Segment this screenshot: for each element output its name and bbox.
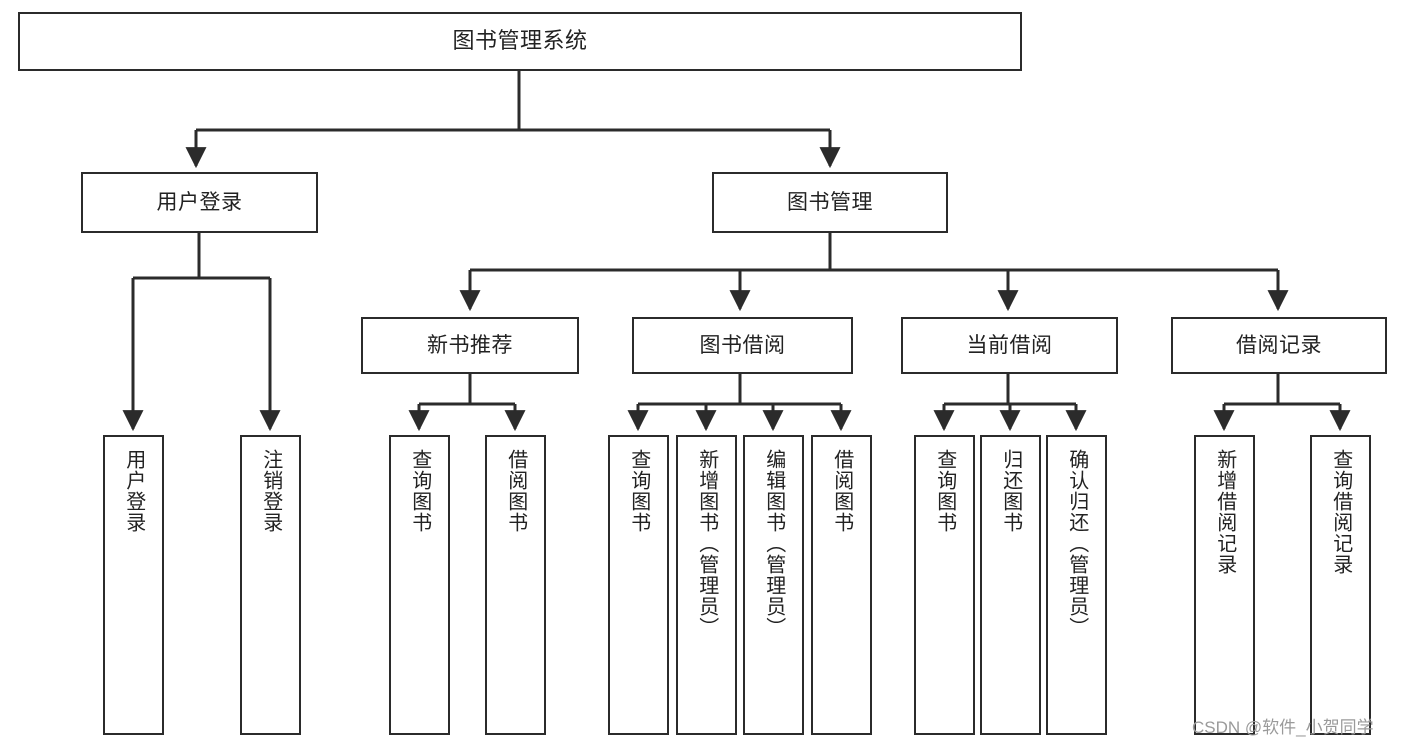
node-label: 图书借阅 <box>699 333 786 357</box>
node-borrow-record[interactable]: 借阅记录 <box>1171 317 1387 374</box>
node-label: 新增图书（管理员） <box>695 449 718 638</box>
node-root-book-management-system[interactable]: 图书管理系统 <box>18 12 1022 71</box>
node-label: 查询图书 <box>933 449 956 533</box>
leaf-book-borrow-borrow-book[interactable]: 借阅图书 <box>811 435 872 735</box>
node-label: 借阅图书 <box>830 449 853 533</box>
leaf-current-borrow-return-book[interactable]: 归还图书 <box>980 435 1041 735</box>
leaf-borrow-record-query-record[interactable]: 查询借阅记录 <box>1310 435 1371 735</box>
node-label: 图书管理系统 <box>452 28 588 54</box>
node-label: 借阅图书 <box>504 449 527 533</box>
leaf-new-book-query-book[interactable]: 查询图书 <box>389 435 450 735</box>
node-label: 查询图书 <box>627 449 650 533</box>
node-book-borrow[interactable]: 图书借阅 <box>632 317 853 374</box>
leaf-borrow-record-add-record[interactable]: 新增借阅记录 <box>1194 435 1255 735</box>
node-label: 用户登录 <box>122 449 145 533</box>
node-label: 新书推荐 <box>427 333 513 357</box>
leaf-current-borrow-query-book[interactable]: 查询图书 <box>914 435 975 735</box>
leaf-user-login-logout[interactable]: 注销登录 <box>240 435 301 735</box>
leaf-book-borrow-edit-book-admin[interactable]: 编辑图书（管理员） <box>743 435 804 735</box>
node-current-borrow[interactable]: 当前借阅 <box>901 317 1118 374</box>
node-label: 归还图书 <box>999 449 1022 533</box>
node-label: 当前借阅 <box>966 333 1053 357</box>
node-label: 用户登录 <box>156 190 243 214</box>
node-label: 查询借阅记录 <box>1329 449 1352 575</box>
leaf-current-borrow-confirm-return-admin[interactable]: 确认归还（管理员） <box>1046 435 1107 735</box>
node-user-login[interactable]: 用户登录 <box>81 172 318 233</box>
node-label: 借阅记录 <box>1236 333 1322 357</box>
leaf-book-borrow-query-book[interactable]: 查询图书 <box>608 435 669 735</box>
node-book-management[interactable]: 图书管理 <box>712 172 948 233</box>
leaf-book-borrow-add-book-admin[interactable]: 新增图书（管理员） <box>676 435 737 735</box>
node-label: 编辑图书（管理员） <box>762 449 785 638</box>
node-label: 确认归还（管理员） <box>1065 449 1088 638</box>
node-label: 新增借阅记录 <box>1213 449 1236 575</box>
node-label: 图书管理 <box>787 190 873 214</box>
leaf-new-book-borrow-book[interactable]: 借阅图书 <box>485 435 546 735</box>
node-new-book-recommend[interactable]: 新书推荐 <box>361 317 579 374</box>
node-label: 查询图书 <box>408 449 431 533</box>
leaf-user-login-login[interactable]: 用户登录 <box>103 435 164 735</box>
node-label: 注销登录 <box>259 449 282 533</box>
